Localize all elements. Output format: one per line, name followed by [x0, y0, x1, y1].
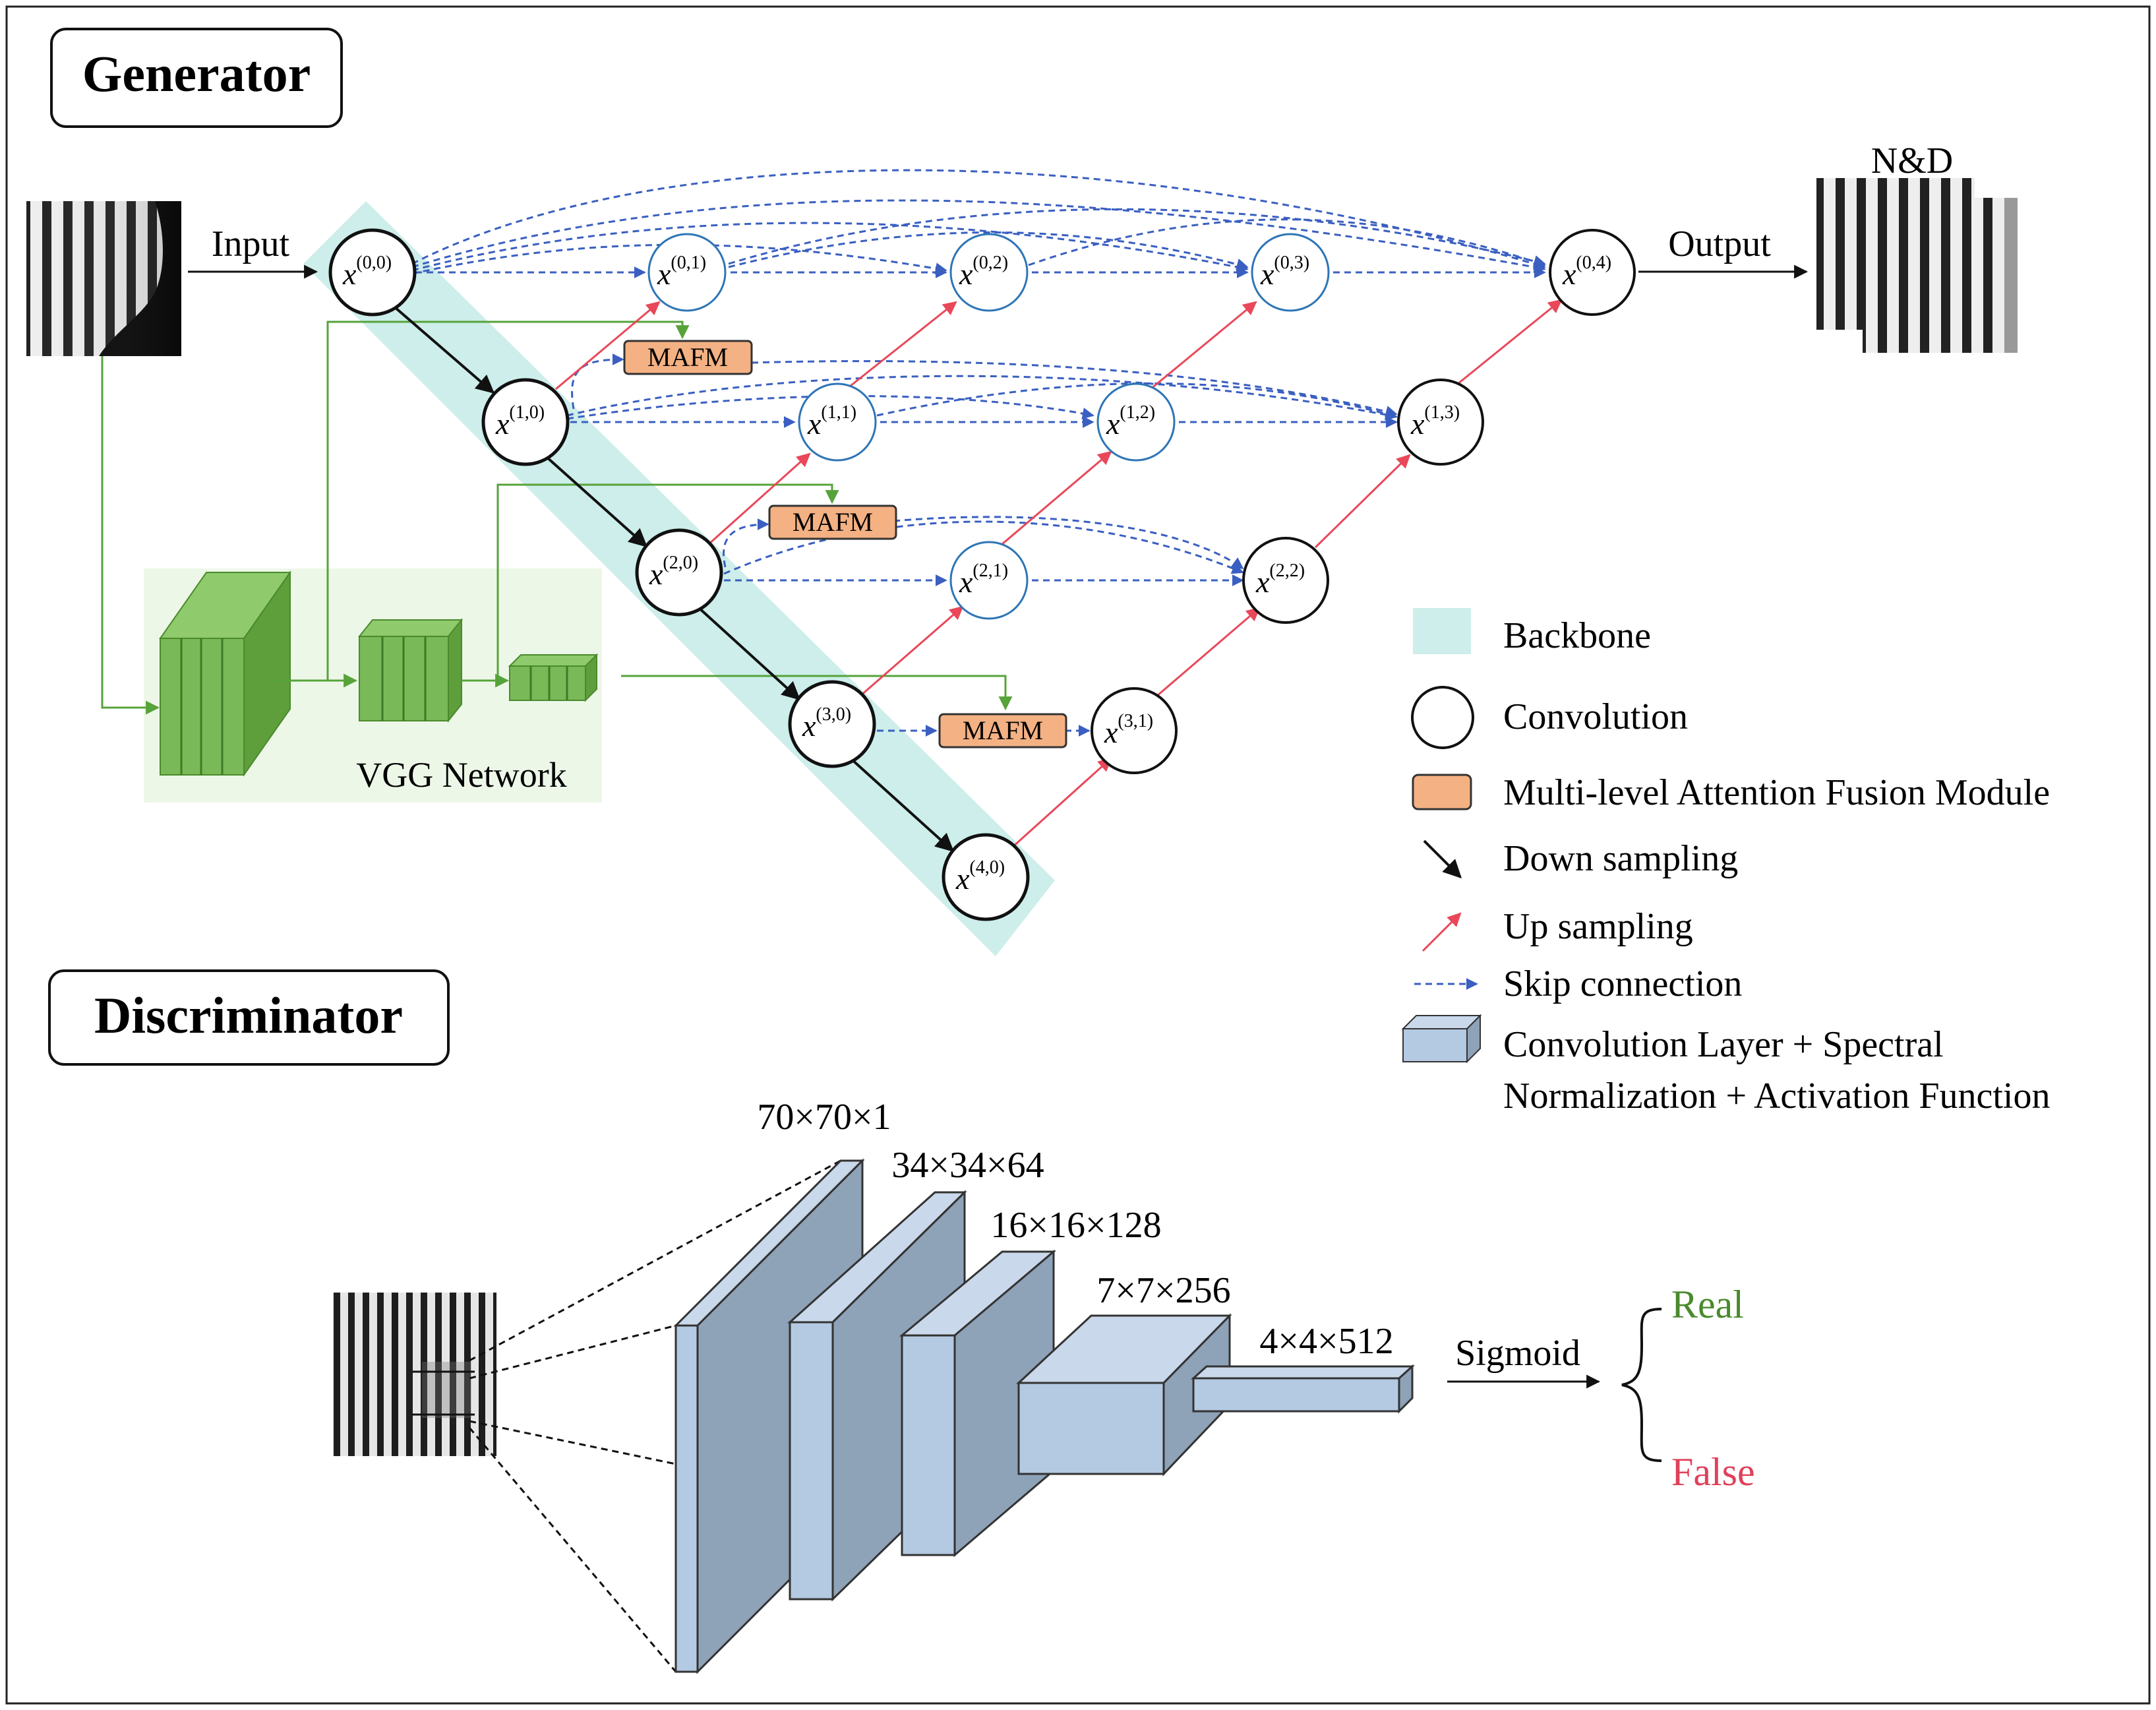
input-label: Input: [212, 224, 290, 264]
conv-node-0-3: x(0,3): [1251, 233, 1330, 312]
legend: Backbone Convolution Multi-level Attenti…: [1401, 608, 2050, 1116]
layer-label-3: 16×16×128: [990, 1205, 1161, 1246]
skip-connections: [411, 169, 1546, 737]
conv-node-label: x(0,4): [1562, 253, 1611, 291]
conv-node-3-0: x(3,0): [788, 680, 876, 768]
vgg-connections: [101, 321, 1013, 715]
conv-layer-3: [899, 1249, 1057, 1558]
layer-label-4: 7×7×256: [1096, 1270, 1230, 1311]
legend-mafm-label: Multi-level Attention Fusion Module: [1503, 772, 2050, 813]
mafm-module-2: MAFM: [768, 504, 897, 540]
conv-node-0-0: x(0,0): [328, 228, 417, 317]
legend-conv-layer-label: Convolution Layer + Spectral: [1503, 1024, 1944, 1065]
legend-conv-layer-icon: [1401, 1014, 1482, 1064]
legend-mafm-swatch: [1412, 774, 1472, 810]
conv-layer-5: [1191, 1364, 1415, 1414]
legend-skip-label: Skip connection: [1503, 963, 1742, 1004]
svg-text:Discriminator: Discriminator: [94, 987, 403, 1044]
sigmoid-label: Sigmoid: [1455, 1333, 1580, 1374]
vgg-blocks: [159, 570, 599, 778]
conv-node-label: x(0,1): [657, 253, 706, 291]
conv-node-label: x(3,0): [802, 704, 851, 743]
real-label: Real: [1671, 1283, 1744, 1326]
conv-node-1-2: x(1,2): [1096, 382, 1176, 462]
layer-label-1: 70×70×1: [757, 1097, 891, 1138]
legend-up-label: Up sampling: [1503, 906, 1693, 947]
mafm-module-3: MAFM: [938, 713, 1067, 748]
patch-projection-lines: [468, 1159, 841, 1672]
conv-node-1-3: x(1,3): [1397, 379, 1484, 466]
svg-text:MAFM: MAFM: [647, 342, 728, 372]
legend-up-arrow-icon: [1422, 912, 1462, 952]
down-sampling-arrows: [389, 302, 955, 852]
conv-node-4-0: x(4,0): [942, 833, 1030, 921]
conv-node-0-4: x(0,4): [1549, 229, 1636, 316]
generator-title: Generator: [50, 28, 343, 128]
legend-down-arrow-icon: [1423, 840, 1462, 878]
up-sampling-arrows: [555, 299, 1563, 849]
conv-node-1-0: x(1,0): [481, 378, 570, 466]
svg-text:Generator: Generator: [82, 45, 311, 102]
output-caption: N&D: [1871, 140, 1953, 181]
legend-conv-layer-label-line2: Normalization + Activation Function: [1503, 1076, 2050, 1116]
legend-down-label: Down sampling: [1503, 838, 1738, 879]
vgg-label: VGG Network: [356, 755, 566, 795]
discriminator-title: Discriminator: [48, 969, 450, 1066]
input-image: [26, 201, 181, 356]
output-brace: [1621, 1308, 1662, 1462]
convolution-nodes: x(0,0) x(1,0) x(2,0) x(3,0) x(4,0) x(0,1) x(1,…: [328, 228, 1636, 921]
conv-node-0-2: x(0,2): [949, 233, 1029, 312]
outer-frame: [5, 5, 2151, 1705]
legend-convolution-icon: [1411, 686, 1474, 749]
svg-text:MAFM: MAFM: [963, 716, 1043, 745]
conv-node-2-0: x(2,0): [635, 528, 723, 617]
conv-node-0-1: x(0,1): [647, 233, 727, 312]
conv-node-3-1: x(3,1): [1091, 687, 1178, 774]
conv-node-2-2: x(2,2): [1242, 537, 1329, 624]
discriminator-input-image: [333, 1293, 496, 1456]
svg-text:MAFM: MAFM: [793, 507, 873, 537]
output-image: [1816, 178, 2018, 353]
conv-node-1-1: x(1,1): [798, 382, 877, 462]
false-label: False: [1671, 1450, 1755, 1494]
layer-label-2: 34×34×64: [891, 1145, 1044, 1186]
mafm-module-1: MAFM: [623, 340, 753, 375]
legend-convolution-label: Convolution: [1503, 696, 1688, 737]
conv-node-2-1: x(2,1): [949, 541, 1029, 620]
legend-backbone-swatch: [1413, 608, 1471, 654]
layer-label-5: 4×4×512: [1259, 1321, 1393, 1362]
legend-backbone-label: Backbone: [1503, 615, 1651, 656]
output-label: Output: [1668, 224, 1771, 264]
